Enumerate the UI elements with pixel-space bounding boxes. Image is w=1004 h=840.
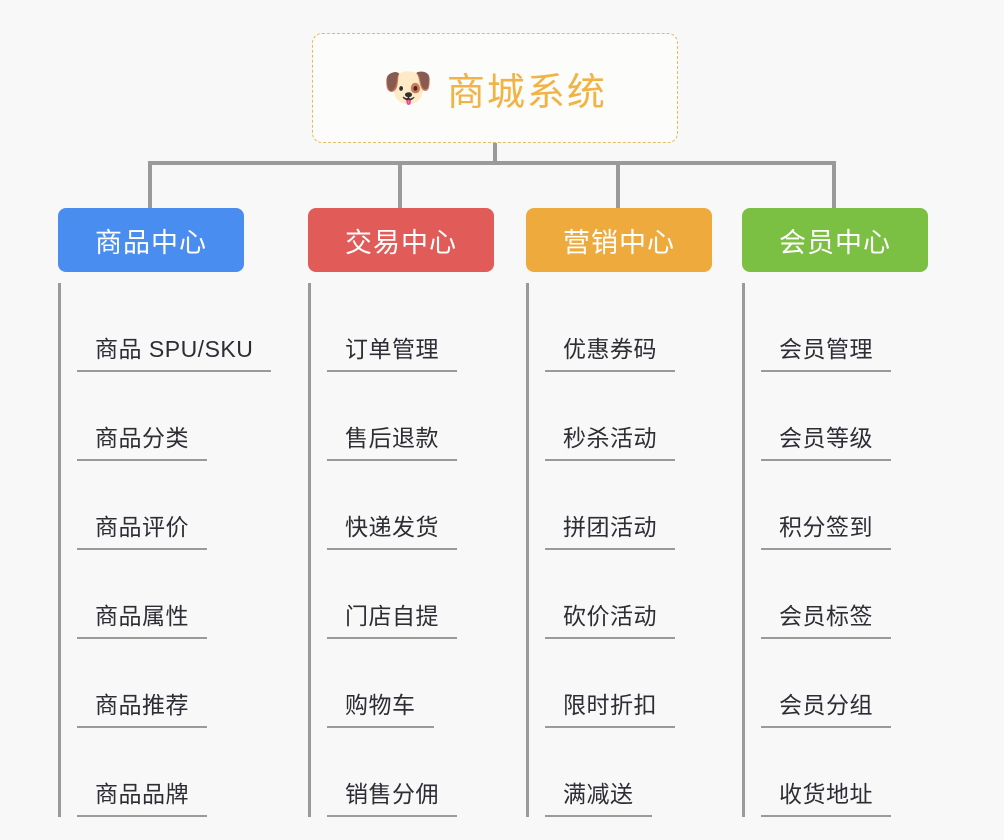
connector-horizontal-bus <box>148 161 836 165</box>
leaf-item[interactable]: 售后退款 <box>327 372 494 461</box>
leaf-item-label: 商品分类 <box>77 419 207 461</box>
leaf-item[interactable]: 商品推荐 <box>77 639 244 728</box>
leaf-item-label: 快递发货 <box>327 508 457 550</box>
branch-column-2: 交易中心 订单管理 售后退款 快递发货 门店自提 购物车 销售分佣 <box>308 208 494 817</box>
leaf-item[interactable]: 收货地址 <box>761 728 928 817</box>
leaf-item-label: 秒杀活动 <box>545 419 675 461</box>
leaf-item[interactable]: 会员分组 <box>761 639 928 728</box>
leaf-item[interactable]: 门店自提 <box>327 550 494 639</box>
leaf-item[interactable]: 积分签到 <box>761 461 928 550</box>
leaf-item-label: 商品属性 <box>77 597 207 639</box>
leaf-item-label: 砍价活动 <box>545 597 675 639</box>
leaf-item-label: 优惠券码 <box>545 330 675 372</box>
leaf-item-label: 销售分佣 <box>327 775 457 817</box>
leaf-item[interactable]: 销售分佣 <box>327 728 494 817</box>
leaf-item-label: 购物车 <box>327 686 434 728</box>
leaf-item-label: 商品评价 <box>77 508 207 550</box>
connector-drop-4 <box>832 161 836 208</box>
leaf-item[interactable]: 商品分类 <box>77 372 244 461</box>
leaf-item[interactable]: 会员标签 <box>761 550 928 639</box>
leaf-item-label: 会员管理 <box>761 330 891 372</box>
leaf-item-label: 订单管理 <box>327 330 457 372</box>
connector-drop-1 <box>148 161 152 208</box>
connector-root-stem <box>493 143 497 164</box>
leaf-item-label: 积分签到 <box>761 508 891 550</box>
leaf-item[interactable]: 限时折扣 <box>545 639 712 728</box>
branch-items-2: 订单管理 售后退款 快递发货 门店自提 购物车 销售分佣 <box>308 283 494 817</box>
shiba-dog-face-icon: 🐶 <box>383 66 433 110</box>
leaf-item-label: 售后退款 <box>327 419 457 461</box>
branch-header-1[interactable]: 商品中心 <box>58 208 244 272</box>
leaf-item-label: 会员标签 <box>761 597 891 639</box>
branch-header-3-label: 营销中心 <box>563 227 675 258</box>
leaf-item[interactable]: 商品属性 <box>77 550 244 639</box>
leaf-item-label: 收货地址 <box>761 775 891 817</box>
leaf-item[interactable]: 会员管理 <box>761 283 928 372</box>
branch-header-4[interactable]: 会员中心 <box>742 208 928 272</box>
leaf-item[interactable]: 拼团活动 <box>545 461 712 550</box>
branch-header-2-label: 交易中心 <box>345 227 457 258</box>
root-node[interactable]: 🐶 商城系统 <box>312 33 678 143</box>
branch-column-3: 营销中心 优惠券码 秒杀活动 拼团活动 砍价活动 限时折扣 满减送 <box>526 208 712 817</box>
branch-items-4: 会员管理 会员等级 积分签到 会员标签 会员分组 收货地址 <box>742 283 928 817</box>
branch-items-3: 优惠券码 秒杀活动 拼团活动 砍价活动 限时折扣 满减送 <box>526 283 712 817</box>
branch-column-1: 商品中心 商品 SPU/SKU 商品分类 商品评价 商品属性 商品推荐 商品品牌 <box>58 208 272 817</box>
leaf-item[interactable]: 满减送 <box>545 728 712 817</box>
connector-drop-3 <box>616 161 620 208</box>
leaf-item-label: 满减送 <box>545 775 652 817</box>
leaf-item-label: 限时折扣 <box>545 686 675 728</box>
leaf-item[interactable]: 商品评价 <box>77 461 244 550</box>
branch-header-3[interactable]: 营销中心 <box>526 208 712 272</box>
branch-header-1-label: 商品中心 <box>95 227 207 258</box>
leaf-item[interactable]: 商品品牌 <box>77 728 244 817</box>
branch-header-4-label: 会员中心 <box>779 227 891 258</box>
root-title: 商城系统 <box>446 71 607 114</box>
leaf-item[interactable]: 订单管理 <box>327 283 494 372</box>
leaf-item[interactable]: 会员等级 <box>761 372 928 461</box>
leaf-item[interactable]: 快递发货 <box>327 461 494 550</box>
leaf-item-label: 会员等级 <box>761 419 891 461</box>
leaf-item-label: 会员分组 <box>761 686 891 728</box>
leaf-item-label: 门店自提 <box>327 597 457 639</box>
leaf-item[interactable]: 秒杀活动 <box>545 372 712 461</box>
leaf-item-label: 商品 SPU/SKU <box>77 330 272 372</box>
branch-items-1: 商品 SPU/SKU 商品分类 商品评价 商品属性 商品推荐 商品品牌 <box>58 283 272 817</box>
leaf-item-label: 商品推荐 <box>77 686 207 728</box>
leaf-item[interactable]: 购物车 <box>327 639 494 728</box>
branch-column-4: 会员中心 会员管理 会员等级 积分签到 会员标签 会员分组 收货地址 <box>742 208 928 817</box>
branch-header-2[interactable]: 交易中心 <box>308 208 494 272</box>
leaf-item-label: 拼团活动 <box>545 508 675 550</box>
leaf-item[interactable]: 砍价活动 <box>545 550 712 639</box>
leaf-item[interactable]: 商品 SPU/SKU <box>77 283 272 372</box>
leaf-item[interactable]: 优惠券码 <box>545 283 712 372</box>
connector-drop-2 <box>398 161 402 208</box>
leaf-item-label: 商品品牌 <box>77 775 207 817</box>
